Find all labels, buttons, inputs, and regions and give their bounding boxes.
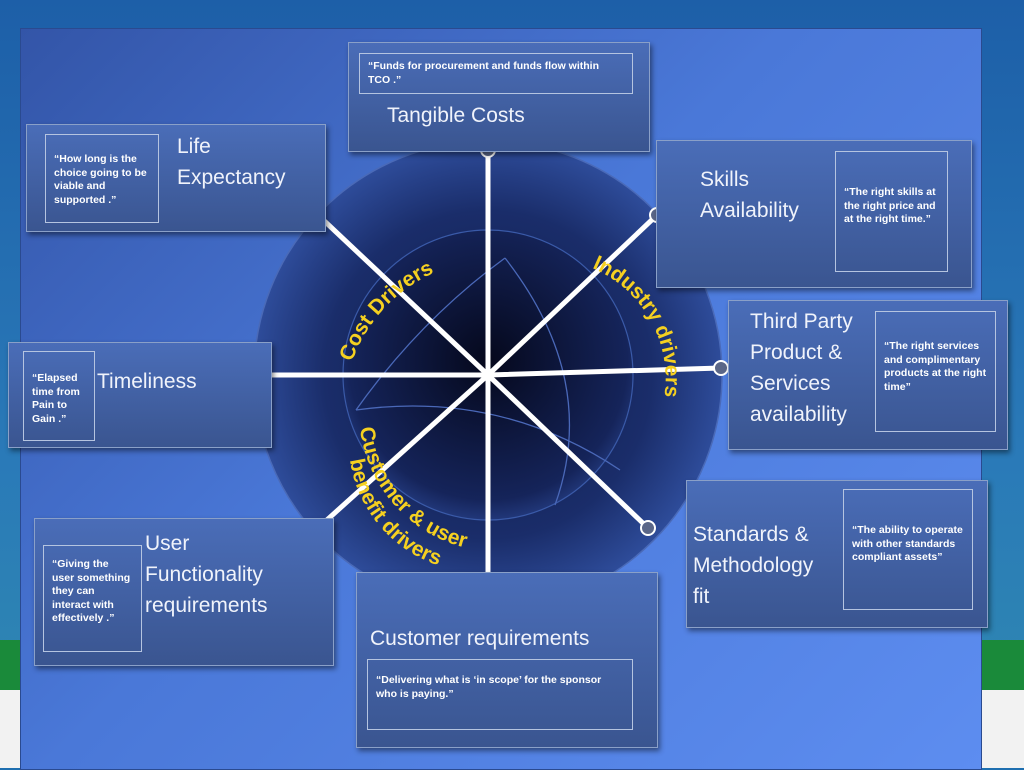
quote-timeliness: “Elapsed time from Pain to Gain .” — [23, 351, 95, 441]
quote-skills-availability: “The right skills at the right price and… — [835, 151, 948, 272]
quote-standards-methodology: “The ability to operate with other stand… — [843, 489, 973, 610]
quote-life-expectancy: “How long is the choice going to be viab… — [45, 134, 159, 223]
title-skills-availability: Skills Availability — [700, 168, 799, 222]
title-life-expectancy: Life Expectancy — [177, 135, 286, 189]
connector-dot-third-party — [713, 360, 729, 376]
title-third-party: Third Party Product & Services availabil… — [750, 310, 853, 426]
quote-customer-requirements: “Delivering what is ‘in scope’ for the s… — [367, 659, 633, 730]
quote-third-party: “The right services and complimentary pr… — [875, 311, 996, 432]
title-customer-requirements: Customer requirements — [370, 627, 590, 650]
title-standards-methodology: Standards & Methodology fit — [693, 523, 814, 608]
quote-tangible-costs: “Funds for procurement and funds flow wi… — [359, 53, 633, 94]
node-third-party: Third Party Product & Services availabil… — [728, 300, 1008, 450]
node-standards-methodology: Standards & Methodology fit “The ability… — [686, 480, 988, 628]
segment-borders — [355, 257, 621, 506]
spokes — [252, 147, 724, 596]
node-skills-availability: Skills Availability “The right skills at… — [656, 140, 972, 288]
node-user-functionality: “Giving the user something they can inte… — [34, 518, 334, 666]
node-timeliness: “Elapsed time from Pain to Gain .” Timel… — [8, 342, 272, 448]
node-tangible-costs: “Funds for procurement and funds flow wi… — [348, 42, 650, 152]
node-life-expectancy: “How long is the choice going to be viab… — [26, 124, 326, 232]
title-user-functionality: User Functionality requirements — [145, 532, 268, 617]
node-customer-requirements: Customer requirements “Delivering what i… — [356, 572, 658, 748]
title-tangible-costs: Tangible Costs — [387, 104, 525, 127]
title-timeliness: Timeliness — [97, 370, 197, 393]
connector-dot-standards — [640, 520, 656, 536]
quote-user-functionality: “Giving the user something they can inte… — [43, 545, 142, 652]
